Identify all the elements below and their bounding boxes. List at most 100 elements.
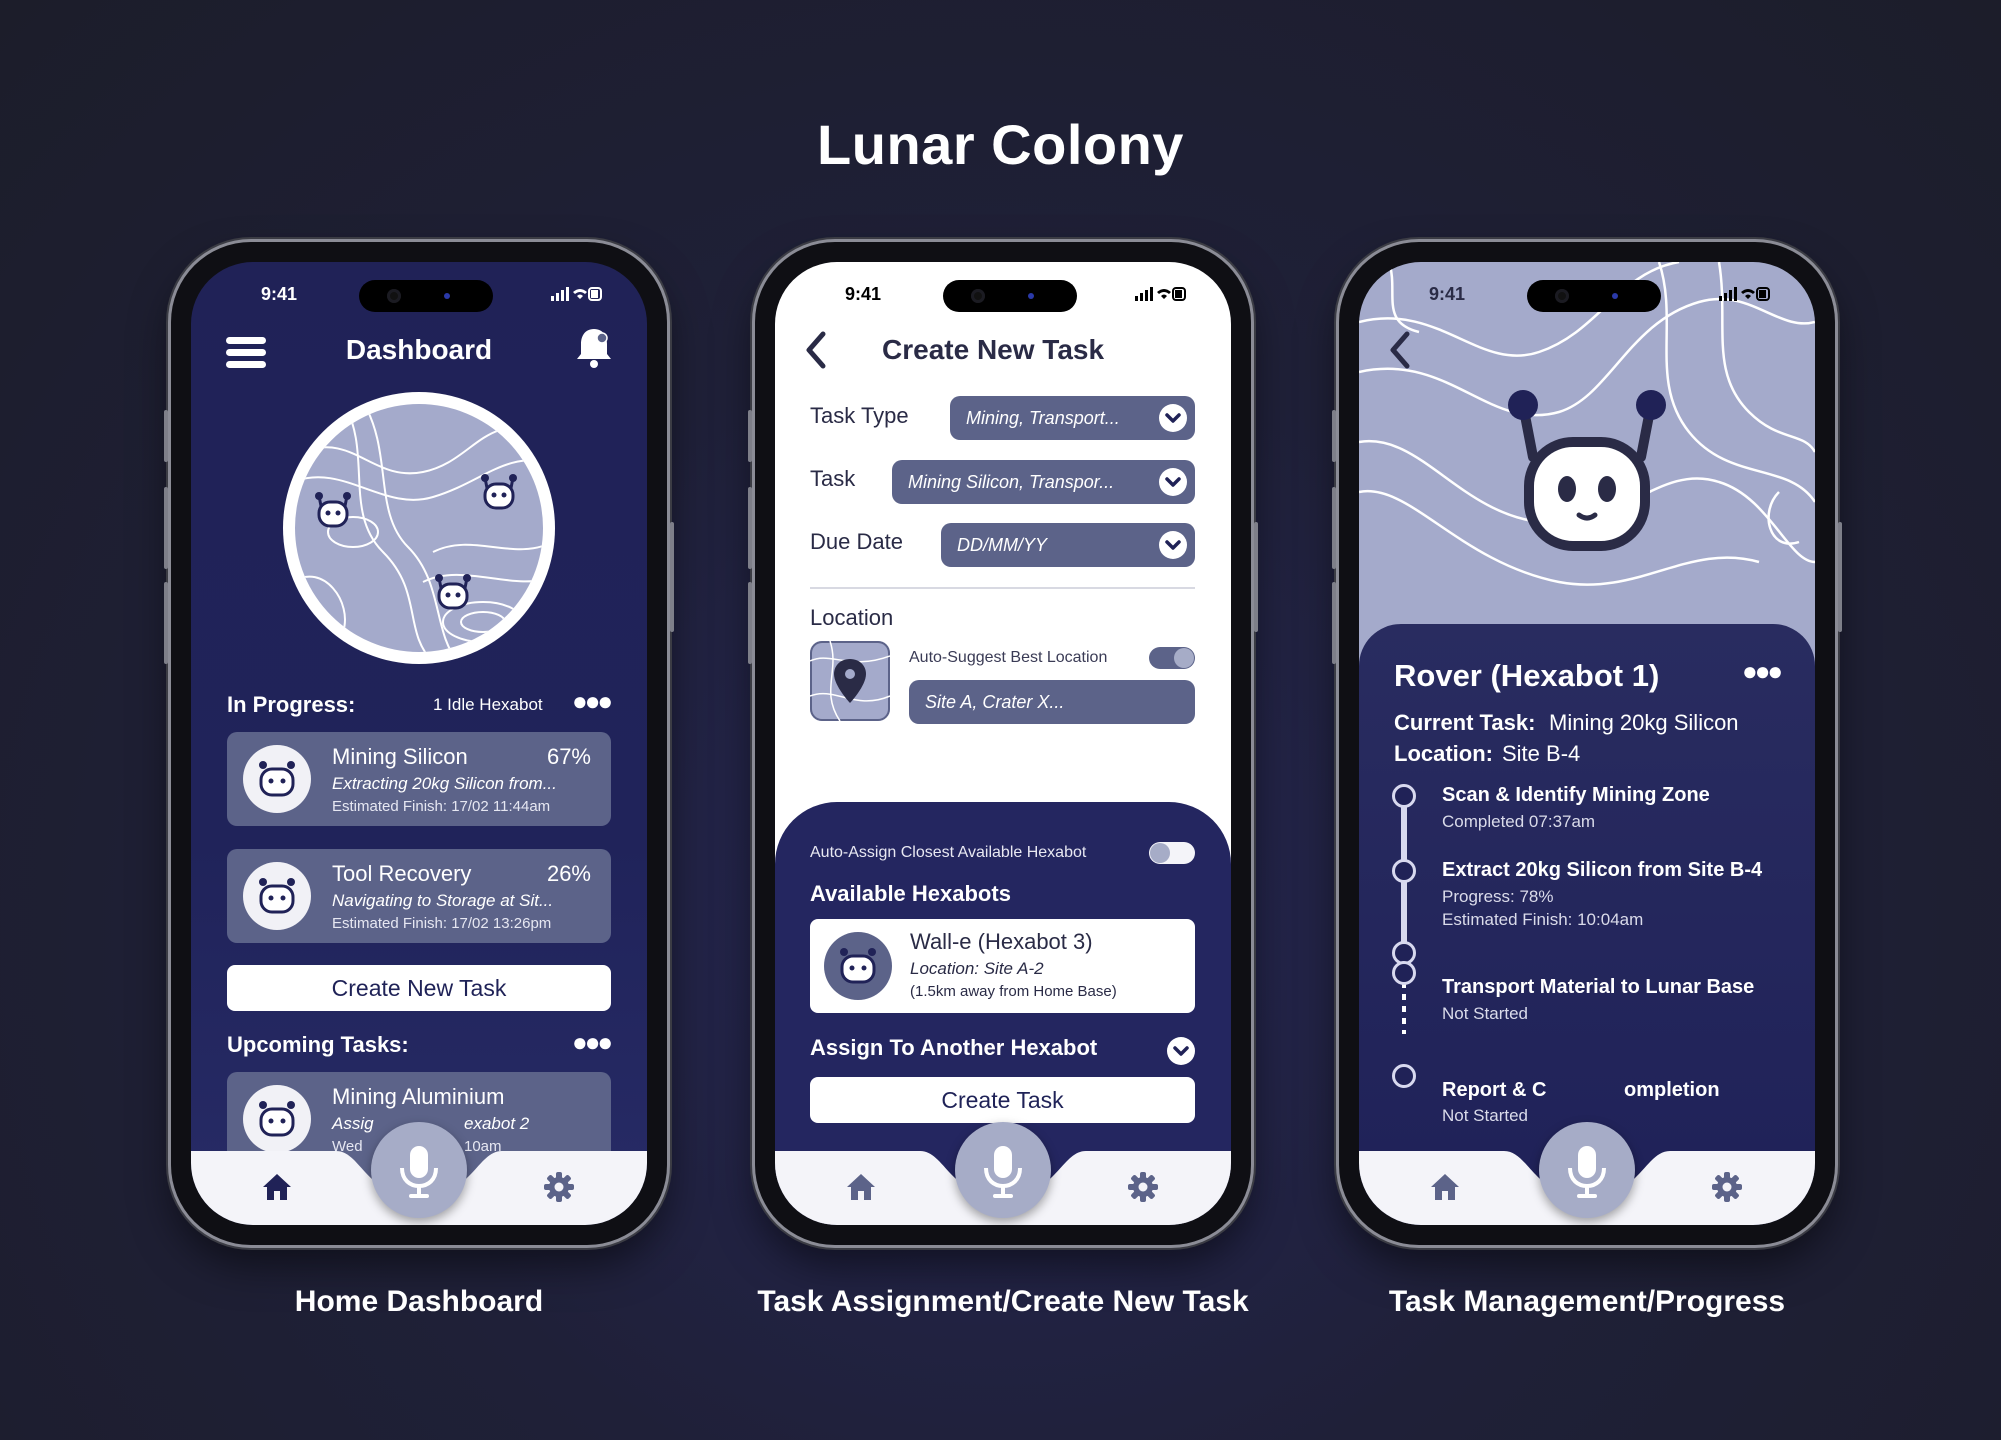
step-title: Report & C [1442,1079,1547,1101]
assign-other-label[interactable]: Assign To Another Hexabot [810,1035,1098,1060]
step-title: Extract 20kg Silicon from Site B-4 [1442,859,1763,881]
robot-marker[interactable] [433,572,473,612]
robot-avatar [243,1085,311,1153]
chevron-left-icon[interactable] [803,330,829,375]
idle-count: 1 Idle Hexabot [433,695,543,714]
step-title: Scan & Identify Mining Zone [1442,784,1710,806]
timeline-node [1392,784,1416,808]
timeline-dots [1402,970,1406,1034]
rover-avatar [1508,390,1666,551]
phone-dashboard: 9:41 Dashboard [164,242,674,1245]
current-task-label: Current Task: [1394,710,1536,735]
location-label: Location [810,605,894,630]
in-progress-label: In Progress: [227,692,356,717]
robot-marker[interactable] [313,490,353,530]
field-label: Due Date [810,529,903,554]
step-title: Transport Material to Lunar Base [1442,976,1755,998]
location-input[interactable]: Site A, Crater X... [909,680,1195,724]
timeline-node [1392,859,1416,883]
create-new-task-button[interactable]: Create New Task [227,965,611,1011]
task-time: 10am [464,1138,502,1155]
menu-icon[interactable] [226,337,266,368]
divider [810,587,1195,589]
status-time: 9:41 [845,284,882,304]
task-type-select[interactable]: Mining, Transport... [950,396,1195,440]
rover-name: Rover (Hexabot 1) [1394,658,1660,693]
location-map-thumbnail[interactable] [810,641,890,721]
chevron-down-icon [1159,404,1187,432]
location-label: Location: [1394,741,1493,766]
step-detail: Completed 07:37am [1442,812,1596,831]
dashboard-title: Dashboard [345,334,493,365]
create-task-button[interactable]: Create Task [810,1077,1195,1123]
home-icon[interactable] [1429,1171,1461,1208]
create-task-title: Create New Task [882,334,1105,365]
select-value: DD/MM/YY [957,535,1047,555]
more-icon[interactable]: ●●● [572,1027,613,1057]
chevron-left-icon[interactable] [1387,330,1413,375]
current-task-value: Mining 20kg Silicon [1549,710,1739,735]
phone-create-task: 9:41 Create New Task Task Type Mining, T… [748,242,1258,1245]
timeline-node [1392,961,1416,985]
chevron-down-icon [1159,468,1187,496]
bottom-nav [775,1151,1231,1225]
colony-map[interactable] [283,392,555,664]
gear-icon[interactable] [1127,1171,1159,1208]
auto-assign-toggle[interactable] [1149,842,1195,864]
upcoming-label: Upcoming Tasks: [227,1032,409,1057]
task-name: Mining Aluminium [332,1084,505,1109]
field-label: Task [810,466,856,491]
task-name: Tool Recovery [332,861,472,886]
timeline-node [1392,1064,1416,1088]
status-icons [1719,286,1771,307]
task-name: Mining Silicon [332,744,468,769]
task-finish: Estimated Finish: 17/02 13:26pm [332,915,552,932]
select-value: Mining Silicon, Transpor... [908,472,1115,492]
robot-avatar [243,745,311,813]
task-card[interactable]: Tool Recovery 26% Navigating to Storage … [227,849,611,943]
due-date-select[interactable]: DD/MM/YY [941,523,1195,567]
status-icons [1135,286,1187,307]
available-label: Available Hexabots [810,881,1011,906]
task-date: Wed [332,1138,363,1155]
bottom-nav [191,1151,647,1225]
field-label: Task Type [810,403,909,428]
task-select[interactable]: Mining Silicon, Transpor... [892,460,1195,504]
more-icon[interactable]: ●●● [1742,656,1783,686]
auto-suggest-toggle[interactable] [1149,647,1195,669]
step-detail: Progress: 78% [1442,887,1554,906]
step-title-end: ompletion [1624,1079,1720,1101]
task-desc: Extracting 20kg Silicon from... [332,774,557,793]
bottom-nav [1359,1151,1815,1225]
auto-assign-label: Auto-Assign Closest Available Hexabot [810,844,1087,861]
step-detail: Estimated Finish: 10:04am [1442,910,1644,929]
caption-home-dashboard: Home Dashboard [294,1285,544,1318]
page-title: Lunar Colony [817,113,1184,176]
bell-icon[interactable] [574,326,614,375]
caption-create-task: Task Assignment/Create New Task [757,1285,1249,1318]
task-percent: 26% [546,861,591,886]
task-desc-end: exabot 2 [464,1114,530,1133]
select-value: Site A, Crater X... [925,692,1065,712]
task-desc: Navigating to Storage at Sit... [332,891,554,910]
microphone-button[interactable] [955,1122,1051,1218]
task-card[interactable]: Mining Silicon 67% Extracting 20kg Silic… [227,732,611,826]
microphone-button[interactable] [371,1122,467,1218]
hexabot-location: Location: Site A-2 [910,959,1044,978]
microphone-button[interactable] [1539,1122,1635,1218]
select-value: Mining, Transport... [966,408,1120,428]
gear-icon[interactable] [543,1171,575,1208]
robot-marker[interactable] [479,472,519,512]
home-icon[interactable] [261,1171,293,1208]
gear-icon[interactable] [1711,1171,1743,1208]
task-desc: Assig [332,1114,374,1133]
chevron-down-icon [1159,531,1187,559]
step-detail: Not Started [1442,1004,1528,1023]
step-detail: Not Started [1442,1106,1528,1125]
hexabot-card[interactable]: Wall-e (Hexabot 3) Location: Site A-2 (1… [810,919,1195,1013]
home-icon[interactable] [845,1171,877,1208]
hexabot-name: Wall-e (Hexabot 3) [910,929,1093,954]
chevron-down-icon[interactable] [1167,1037,1195,1065]
more-icon[interactable]: ●●● [572,686,613,716]
auto-suggest-label: Auto-Suggest Best Location [909,649,1108,666]
